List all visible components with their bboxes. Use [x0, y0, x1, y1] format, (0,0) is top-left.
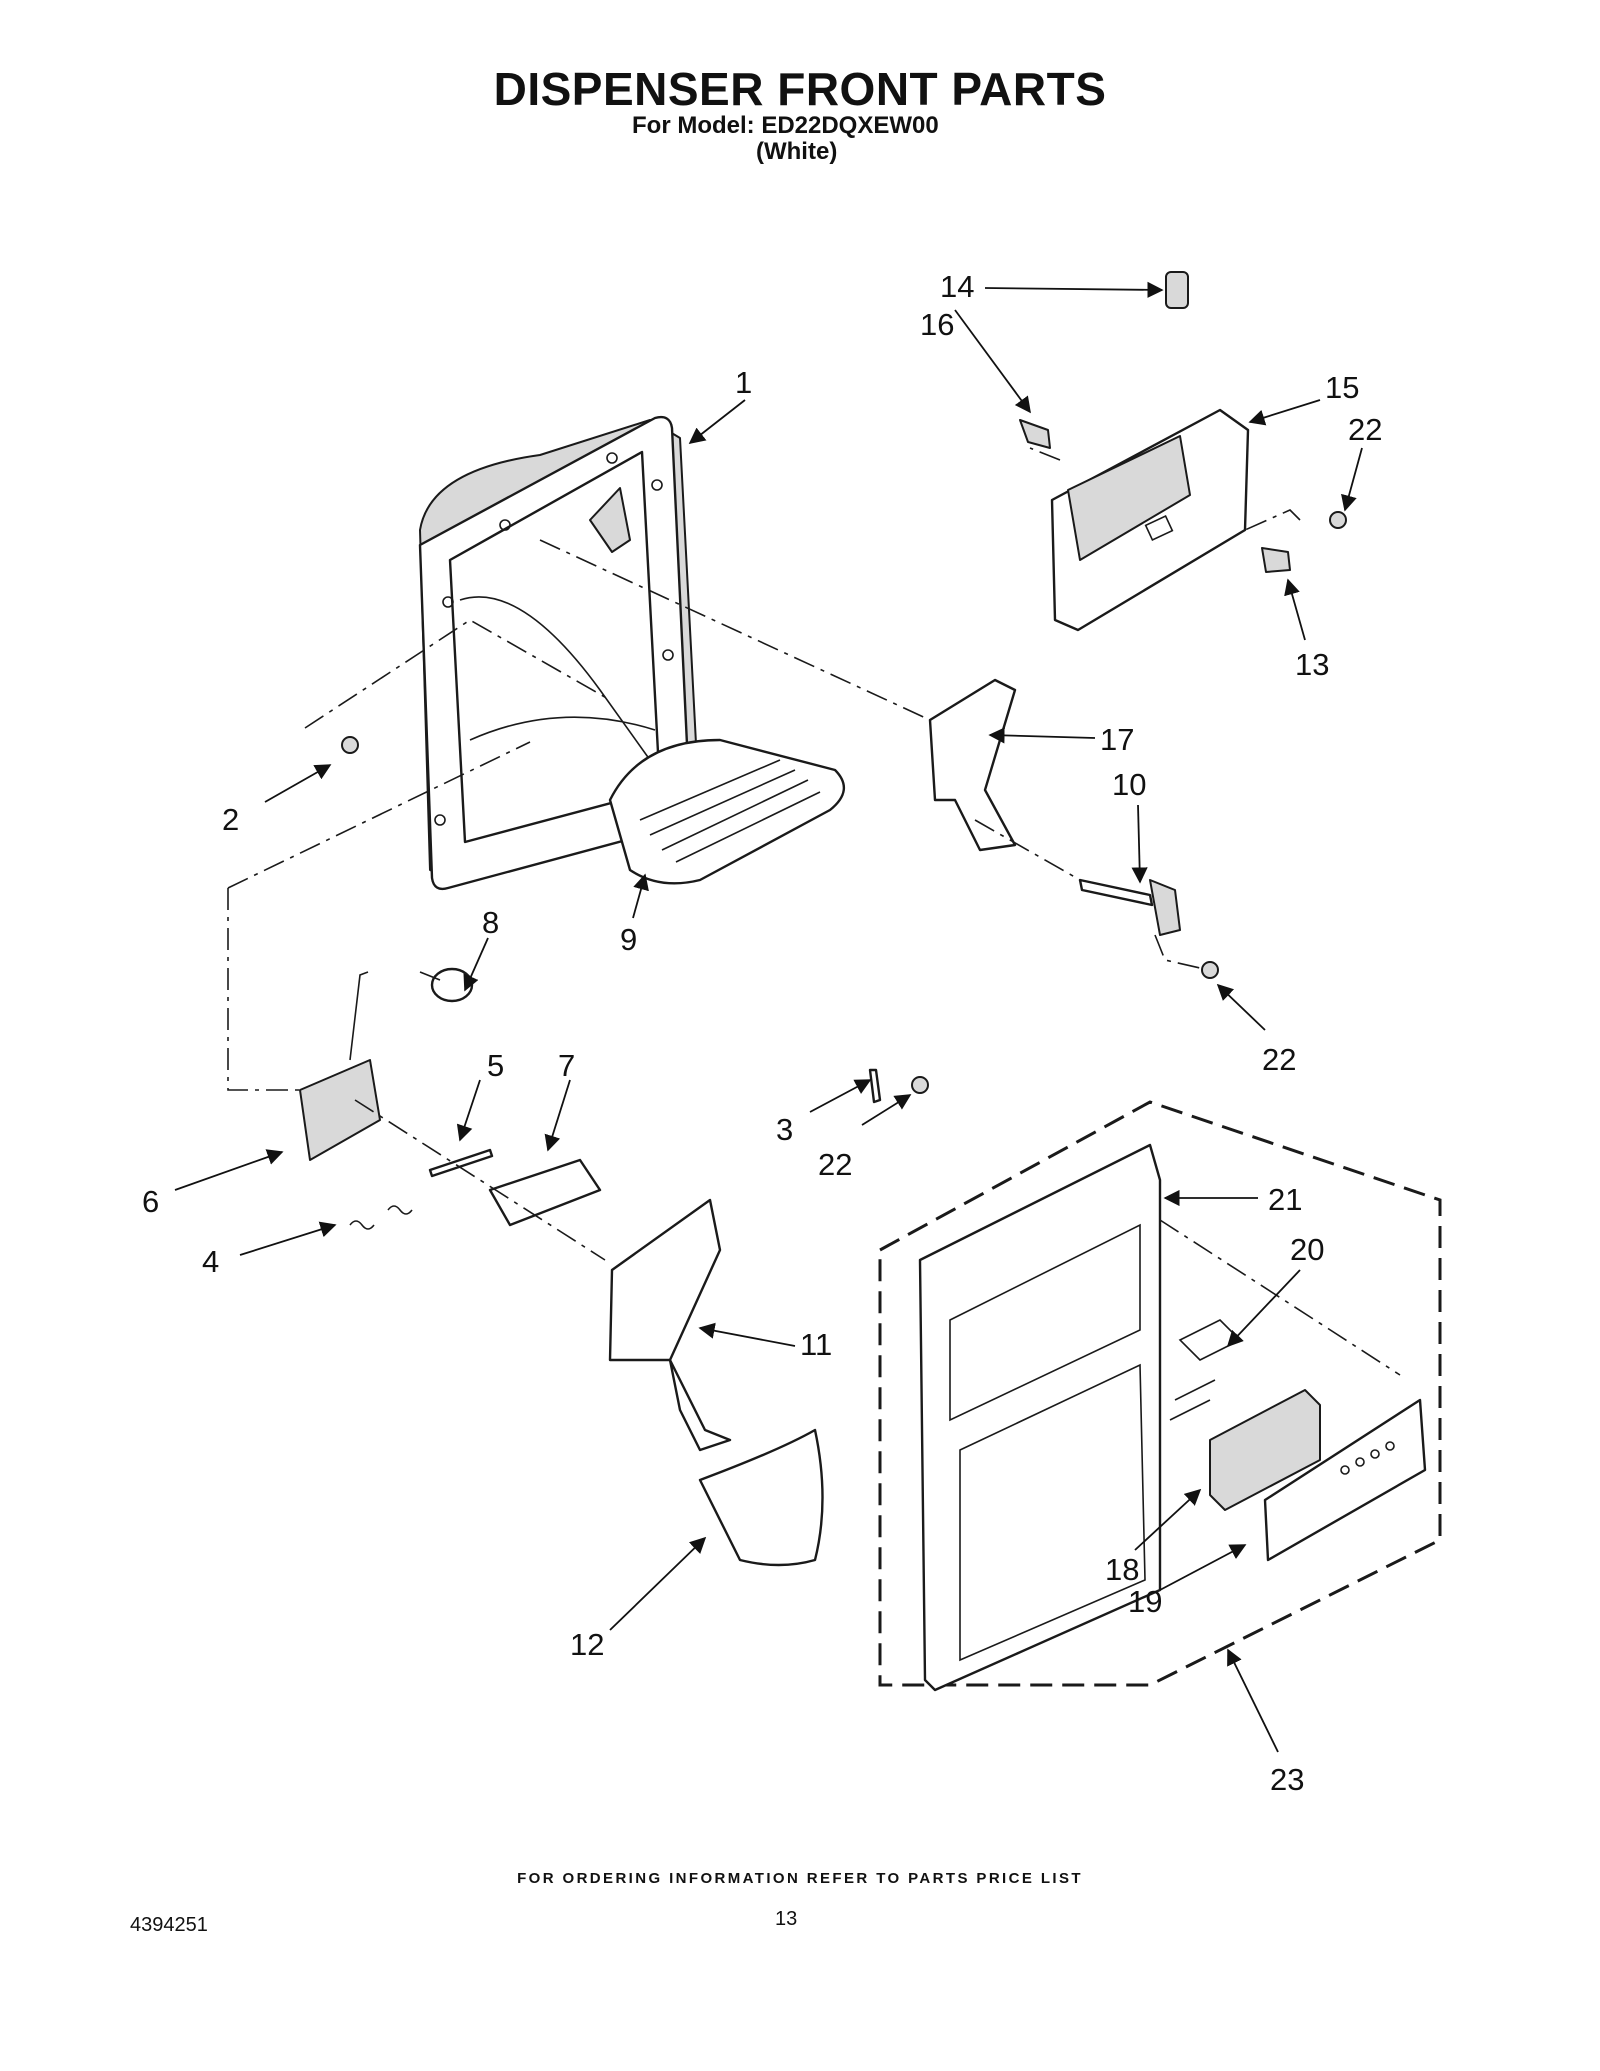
part-20-harness [1169, 1319, 1242, 1421]
color-line: (White) [756, 138, 838, 165]
part-8-solenoid [419, 967, 474, 1003]
part-15-chute-bracket [1050, 408, 1250, 632]
ordering-note: FOR ORDERING INFORMATION REFER TO PARTS … [517, 1870, 1083, 1887]
part-11-funnel [608, 1198, 732, 1452]
callout-7: 7 [558, 1048, 575, 1083]
part-3-tab [868, 1068, 882, 1104]
callout-3: 3 [776, 1112, 793, 1147]
callout-23: 23 [1270, 1762, 1304, 1797]
callout-10: 10 [1112, 767, 1146, 802]
callout-22b: 22 [1262, 1042, 1296, 1077]
callout-18: 18 [1105, 1552, 1139, 1587]
callout-8: 8 [482, 905, 499, 940]
callout-19: 19 [1128, 1584, 1162, 1619]
page-title: DISPENSER FRONT PARTS [493, 63, 1107, 115]
part-18-control-board [1209, 1389, 1321, 1511]
callout-15: 15 [1325, 370, 1359, 405]
callout-5: 5 [487, 1048, 504, 1083]
callout-11: 11 [800, 1327, 832, 1362]
alignment-lines [227, 447, 1401, 1376]
part-6-module [299, 971, 381, 1161]
callout-9: 9 [620, 922, 637, 957]
part-12-chute-cup [698, 1428, 824, 1567]
callout-16: 16 [920, 307, 954, 342]
callout-22a: 22 [1348, 412, 1382, 447]
part-9-drip-tray [608, 738, 845, 885]
part-10-actuator [1078, 878, 1219, 979]
part-21-front-panel [918, 1143, 1162, 1692]
callout-20: 20 [1290, 1232, 1324, 1267]
part-7-hinge [488, 1158, 602, 1227]
part-5-pin [428, 1148, 494, 1178]
callout-21: 21 [1268, 1182, 1302, 1217]
part-4-springs [349, 1205, 413, 1230]
part-22-screw-top [1329, 511, 1347, 529]
callout-6: 6 [142, 1184, 159, 1219]
part-13-switch [1261, 547, 1291, 573]
callout-12: 12 [570, 1627, 604, 1662]
leader-lines [174, 281, 1363, 1753]
callout-14: 14 [940, 269, 974, 304]
callout-22c: 22 [818, 1147, 852, 1182]
part-14-clip [1165, 271, 1189, 309]
callout-4: 4 [202, 1244, 219, 1279]
document-number: 4394251 [130, 1914, 208, 1936]
callout-13: 13 [1295, 647, 1329, 682]
callout-2: 2 [222, 802, 239, 837]
part-22-screw-mid [911, 1076, 929, 1094]
kit-23-outline [878, 1100, 1442, 1687]
model-line: For Model: ED22DQXEW00 [632, 112, 939, 139]
part-19-overlay [1263, 1398, 1427, 1562]
page-number: 13 [775, 1908, 798, 1930]
part-17-lever [928, 678, 1017, 852]
part-1-housing [418, 415, 701, 891]
part-16-plug [1019, 419, 1051, 449]
callout-1: 1 [735, 365, 752, 400]
callout-17: 17 [1100, 722, 1134, 757]
part-2-screw [341, 736, 359, 754]
callout-labels: 1 2 3 4 5 6 7 8 9 10 11 12 13 14 15 16 1… [142, 269, 1382, 1797]
